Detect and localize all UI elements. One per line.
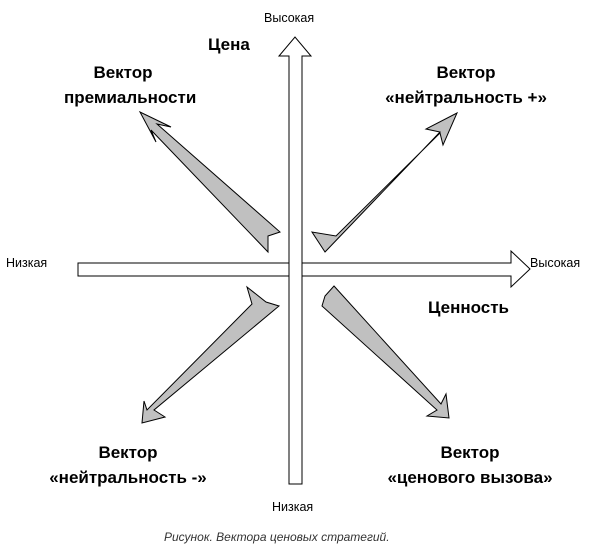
vector-label-top-left: Вектор премиальности: [64, 60, 197, 110]
vector-arrow-top-left: [138, 110, 281, 254]
vector-label-top-right-line1: Вектор: [436, 63, 496, 82]
vector-label-top-right-line2: «нейтральность +»: [385, 88, 547, 107]
x-axis-arrow: [77, 249, 531, 289]
vector-arrow-top-right: [310, 111, 459, 253]
vector-label-top-left-line1: Вектор: [93, 63, 153, 82]
vector-label-bottom-right-line2: «ценового вызова»: [387, 468, 553, 487]
vector-label-top-right: Вектор «нейтральность +»: [366, 60, 566, 110]
vector-label-bottom-left-line1: Вектор: [98, 443, 158, 462]
vector-label-bottom-left-line2: «нейтральность -»: [49, 468, 207, 487]
x-axis-high-label: Высокая: [530, 256, 581, 270]
x-axis-low-label: Низкая: [6, 256, 48, 270]
y-axis-high-label: Высокая: [264, 11, 315, 25]
figure-caption: Рисунок. Вектора ценовых стратегий.: [164, 530, 390, 544]
vector-arrow-bottom-left: [141, 285, 281, 424]
y-axis-arrow: [277, 36, 313, 485]
vector-label-top-left-line2: премиальности: [64, 88, 197, 107]
x-axis-title: Ценность: [428, 298, 510, 317]
vector-label-bottom-right-line1: Вектор: [440, 443, 500, 462]
y-axis-title: Цена: [208, 35, 250, 54]
vector-label-bottom-left: Вектор «нейтральность -»: [28, 440, 228, 490]
vector-label-bottom-right: Вектор «ценового вызова»: [370, 440, 570, 490]
y-axis-low-label: Низкая: [272, 500, 314, 514]
vector-arrow-bottom-right: [321, 285, 450, 419]
